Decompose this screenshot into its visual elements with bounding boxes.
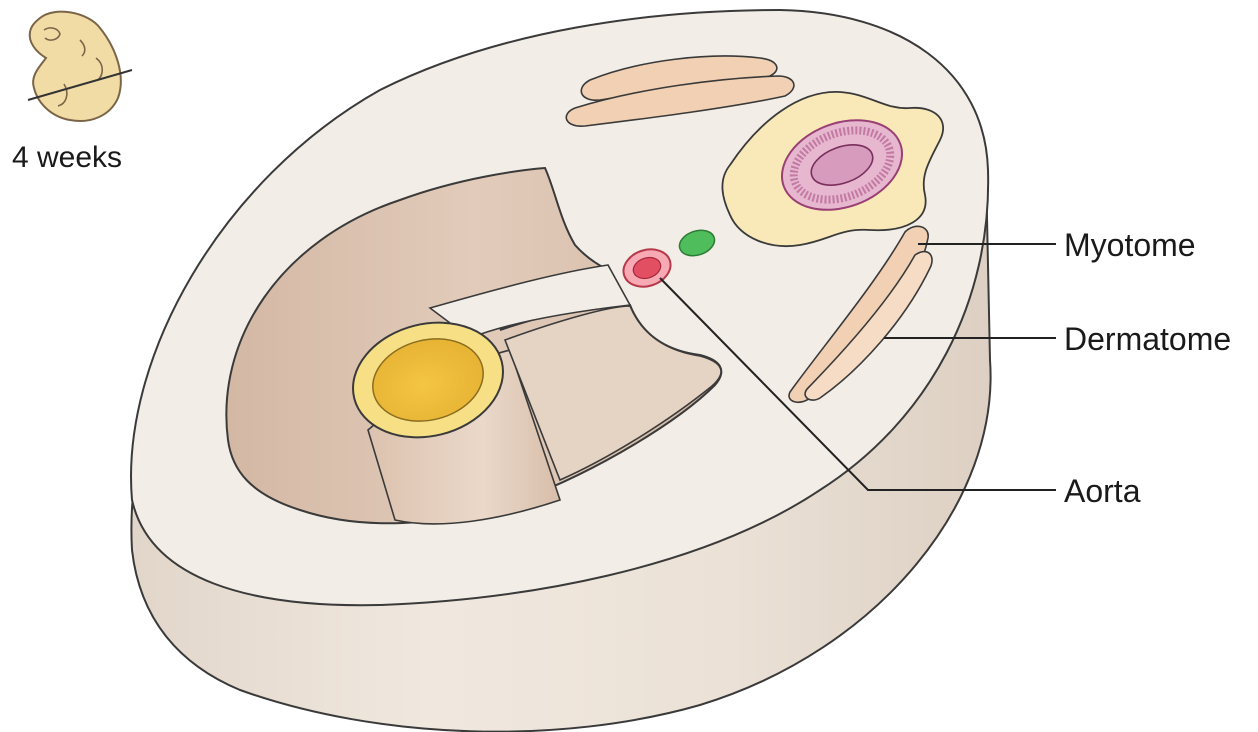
age-label: 4 weeks	[12, 141, 122, 174]
myotome-label: Myotome	[1064, 227, 1196, 263]
aorta-label: Aorta	[1064, 473, 1141, 509]
dermatome-label: Dermatome	[1064, 321, 1231, 357]
embryo-icon	[28, 12, 132, 121]
